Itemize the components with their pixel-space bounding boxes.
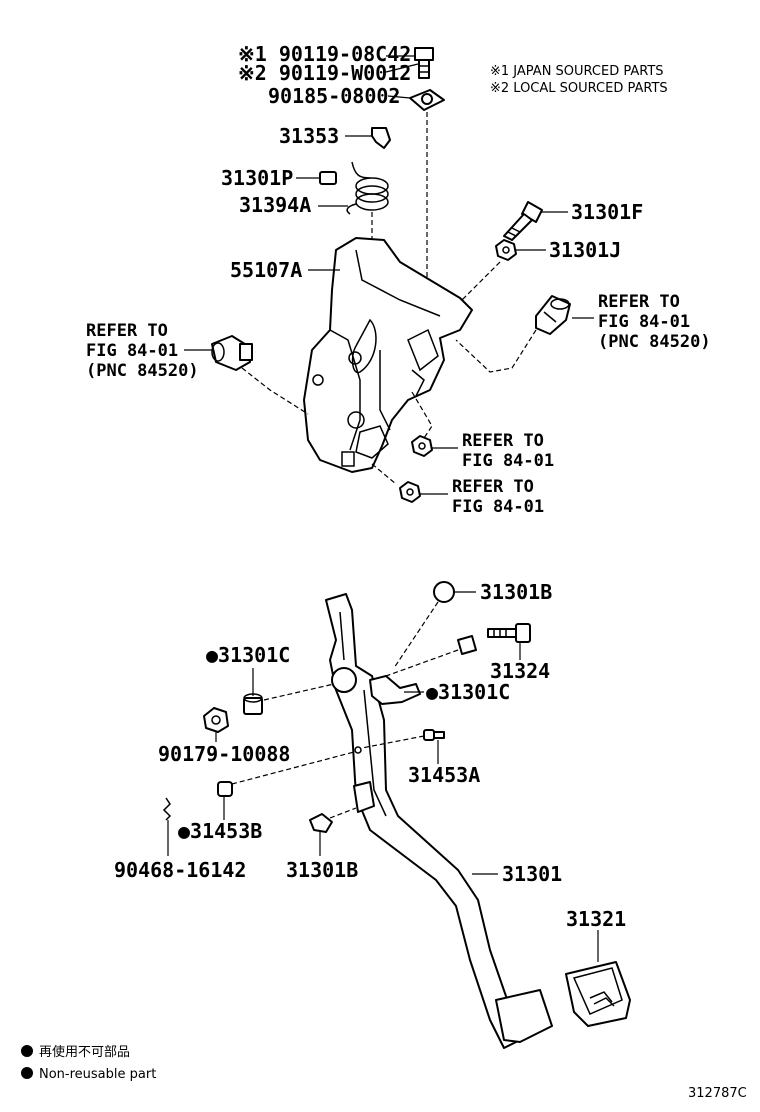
dash-switch-left [241,367,309,415]
ref-right-line1: REFER TO [598,292,680,312]
switch-right-drawing [535,295,571,335]
legend-dot-1 [21,1045,33,1057]
bushing-31301C-left-drawing [243,693,263,715]
figure-id: 312787C [688,1086,747,1101]
clip-31353-drawing [371,127,391,149]
bolt-90119-drawing [414,47,434,79]
cap-31301B-top-drawing [433,581,455,603]
part-31453B: ●31453B [178,819,262,843]
nut-31301J-drawing [495,239,517,261]
part-90185-08002: 90185-08002 [268,84,400,108]
nut-plate-90185-drawing [409,89,445,111]
dash-31301B-top [393,601,439,669]
clip-31301P-drawing [319,171,337,185]
bolt-31324-drawing [487,623,531,643]
part-31301P: 31301P [221,166,293,190]
part-90119-08C42: ※1 90119-08C42 [238,42,411,66]
ref-left-line3: (PNC 84520) [86,361,199,381]
clip-31301B-bottom-drawing [309,813,333,833]
dash-31301C-left [263,683,335,701]
legend-dot-2 [21,1067,33,1079]
ref-right-line2: FIG 84-01 [598,312,690,332]
ref-mid1-line1: REFER TO [462,431,544,451]
ref-right-line3: (PNC 84520) [598,332,711,352]
part-55107A: 55107A [230,258,302,282]
part-31321: 31321 [566,907,626,931]
bolt-31301F-drawing [503,201,543,241]
note-local-sourced: ※2 LOCAL SOURCED PARTS [490,81,668,96]
pin-31453A-drawing [423,729,445,741]
part-31301C-right: ●31301C [426,680,510,704]
part-31301B-top: 31301B [480,580,552,604]
leader-90185 [387,95,411,99]
nut-90179-drawing [203,707,229,733]
nut-mid2-drawing [399,481,421,503]
part-31324: 31324 [490,659,550,683]
pad-31321-drawing [565,961,631,1027]
nut-mid1-drawing [411,435,433,457]
part-31301J: 31301J [549,238,621,262]
dash-31453A [361,735,425,749]
part-31353: 31353 [279,124,339,148]
part-31301: 31301 [502,862,562,886]
dash-31453B [231,751,355,785]
bracket-55107A-drawing [303,237,473,473]
dash-31301B-bottom [329,807,357,819]
ref-mid2-line2: FIG 84-01 [452,497,544,517]
part-90468-16142: 90468-16142 [114,858,246,882]
dash-31301J-bracket [461,261,501,301]
part-31301F: 31301F [571,200,643,224]
dash-nut-mid1 [411,391,433,439]
bushing-small-drawing [457,635,477,655]
part-90119-W0012: ※2 90119-W0012 [238,61,411,85]
dash-nut-mid2 [371,463,397,485]
ref-mid2-line1: REFER TO [452,477,534,497]
dash-switch-right [455,329,537,373]
ref-left-line1: REFER TO [86,321,168,341]
pedal-pad-drawing [495,989,553,1043]
ref-left-line2: FIG 84-01 [86,341,178,361]
part-31301C-left: ●31301C [206,643,290,667]
clip-90468-drawing [162,797,172,821]
legend-non-reusable-jp: 再使用不可部品 [39,1044,130,1060]
bushing-31453B-drawing [217,781,233,797]
legend-non-reusable-en: Non-reusable part [39,1067,156,1082]
leader-90119-W0012 [385,63,419,73]
part-31301B-bottom: 31301B [286,858,358,882]
part-31453A: 31453A [408,763,480,787]
note-japan-sourced: ※1 JAPAN SOURCED PARTS [490,64,664,79]
switch-left-drawing [211,335,253,371]
dash-bushing-small [385,649,459,677]
ref-mid1-line2: FIG 84-01 [462,451,554,471]
part-31394A: 31394A [239,193,311,217]
part-90179-10088: 90179-10088 [158,742,290,766]
spring-31394A-drawing [346,161,389,215]
